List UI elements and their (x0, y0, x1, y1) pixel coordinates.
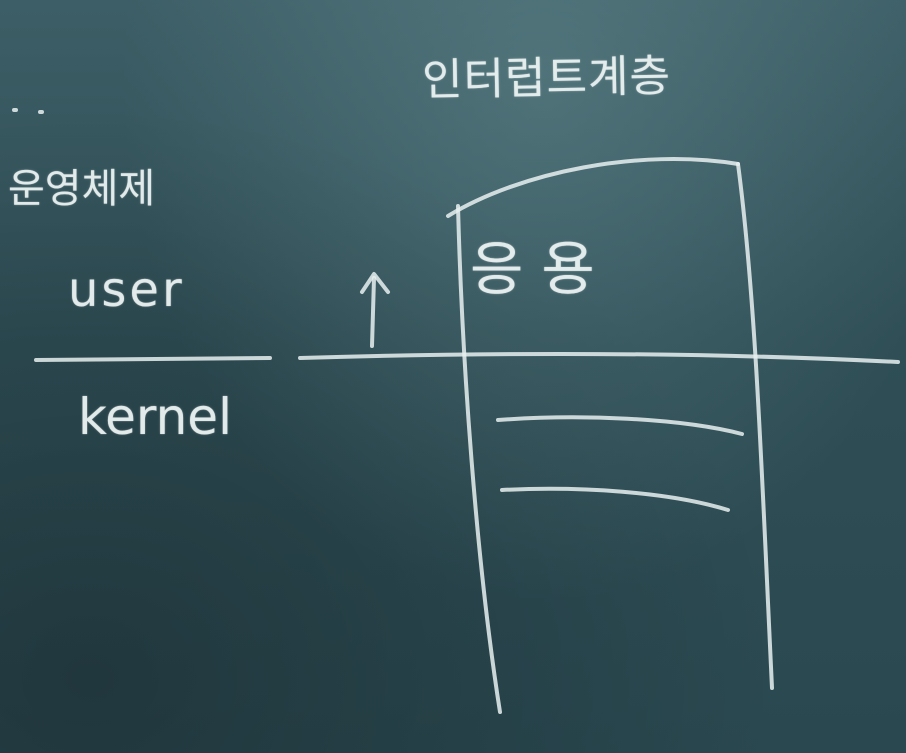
up-arrow-shaft (370, 276, 376, 348)
layer-boundary-line (298, 351, 900, 364)
application-label: 응용 (470, 235, 613, 303)
operating-system-label: 운영체제 (8, 166, 156, 212)
blackboard-title: 인터럽트계층 (421, 50, 672, 107)
kernel-inner-line-2 (500, 486, 730, 512)
user-kernel-divider-line (34, 356, 272, 362)
user-space-label: user (68, 262, 185, 318)
box-right-edge (736, 162, 774, 690)
kernel-space-label: kernel (78, 388, 232, 446)
box-left-edge (456, 204, 502, 714)
up-arrow-head (360, 272, 390, 294)
kernel-inner-line-1 (496, 415, 744, 436)
box-top-curve (446, 157, 740, 218)
